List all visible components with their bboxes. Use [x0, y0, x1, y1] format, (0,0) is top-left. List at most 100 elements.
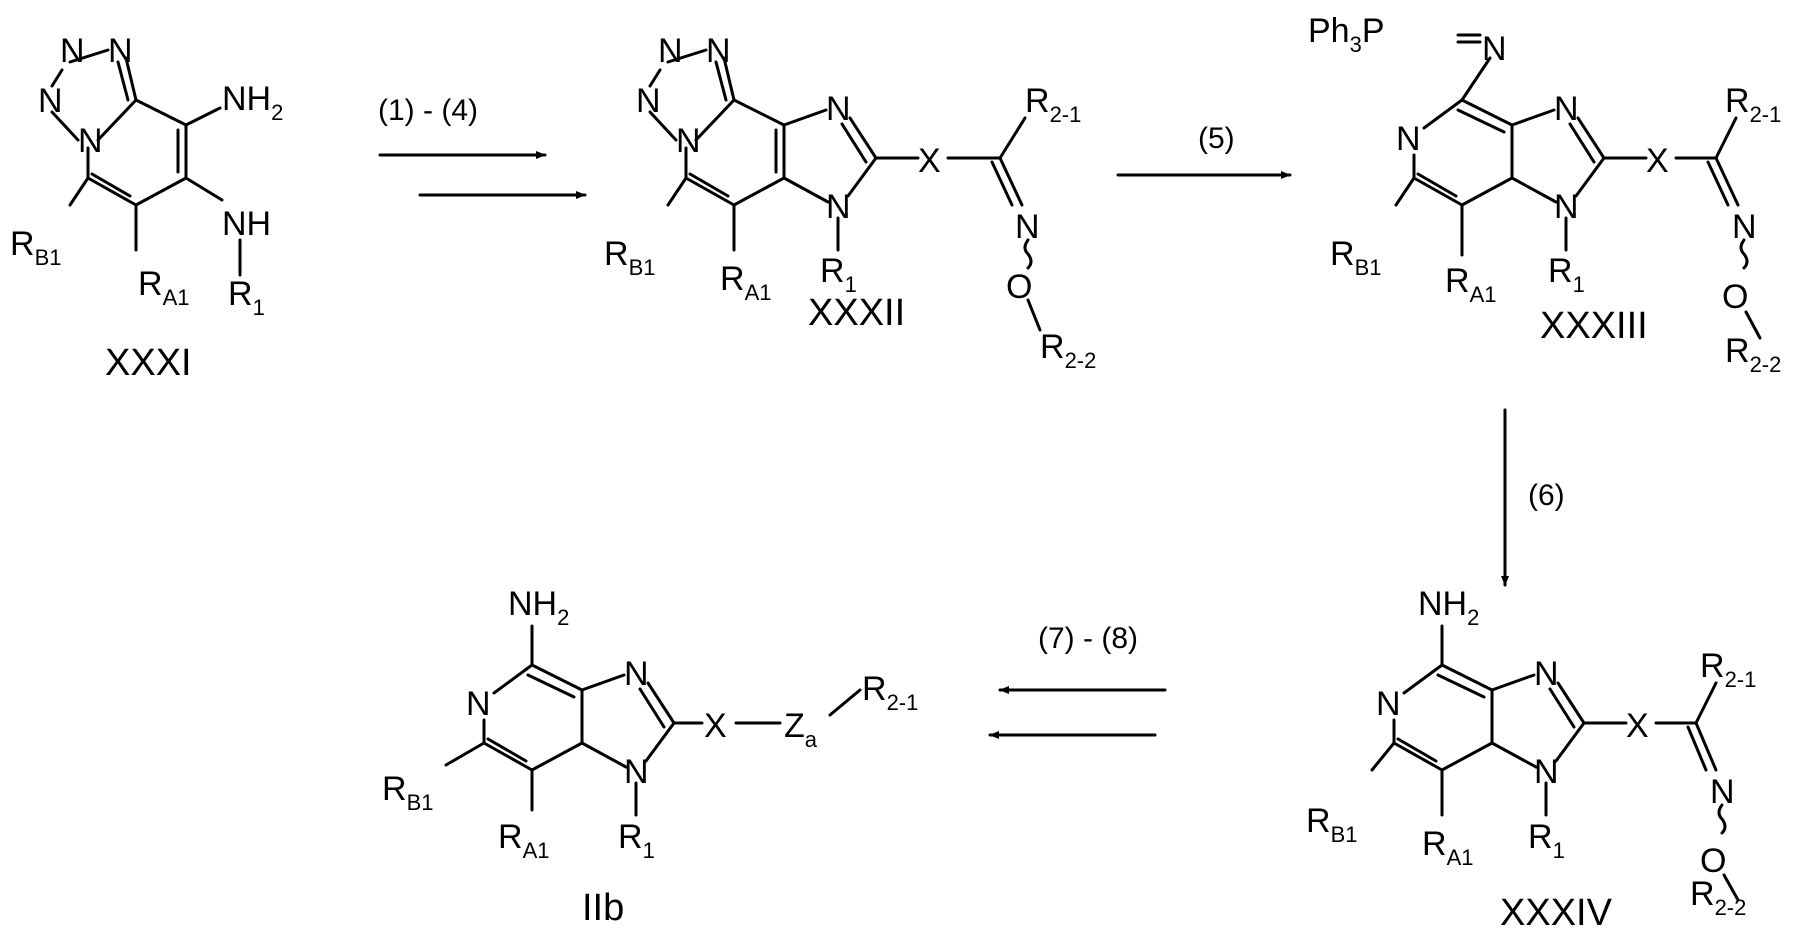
- xxxii-r21-main: R: [1025, 82, 1050, 120]
- xxxiii-ph3p-main: Ph: [1308, 12, 1350, 50]
- compound-label-xxxiv: XXXIV: [1500, 892, 1613, 934]
- step-7-8: (7) - (8): [990, 622, 1165, 735]
- xxxiii-atom-p: P: [1362, 12, 1385, 50]
- xxxiv-rb1-main: R: [1306, 802, 1331, 840]
- xxxiv-atom-x: X: [1626, 707, 1649, 745]
- xxxii-rb1-sub: B1: [629, 255, 656, 280]
- xxxii-atom-x: X: [918, 142, 941, 180]
- xxxii-r22-sub: 2-2: [1065, 348, 1097, 373]
- xxxiii-ra1: RA1: [1445, 262, 1496, 307]
- iib-rb1: RB1: [382, 770, 433, 815]
- xxxii-atom-n5: N: [826, 90, 851, 128]
- compound-xxxii: N N N N N N X N O R2-1 R2-2 R1 RB1 RA1 X…: [604, 32, 1096, 373]
- xxxi-atom-n3: N: [38, 82, 63, 120]
- xxxiv-r1-main: R: [1528, 818, 1553, 856]
- xxxiv-r22-main: R: [1690, 875, 1715, 913]
- xxxiv-nh2: NH2: [1418, 585, 1479, 630]
- iib-za-main: Z: [784, 707, 805, 745]
- iib-atom-n5: N: [624, 655, 649, 693]
- iib-atom-n6: N: [624, 753, 649, 791]
- iib-r1: R1: [618, 818, 655, 863]
- xxxiv-atom-n-ox: N: [1710, 773, 1735, 811]
- xxxii-atom-o: O: [1006, 268, 1032, 306]
- xxxiv-atom-n-ring: N: [1376, 685, 1401, 723]
- compound-label-xxxii: XXXII: [808, 292, 905, 334]
- xxxiii-r22-main: R: [1725, 332, 1750, 370]
- xxxiv-r21-main: R: [1700, 647, 1725, 685]
- xxxiv-nh2-main: NH: [1418, 585, 1467, 623]
- xxxiii-ra1-main: R: [1445, 262, 1470, 300]
- xxxiii-ph3p: Ph3P: [1308, 12, 1385, 57]
- iib-rb1-main: R: [382, 770, 407, 808]
- xxxiii-atom-n-imine: N: [1482, 30, 1507, 68]
- step-label-5: (5): [1198, 122, 1235, 155]
- compound-xxxi: N N N N NH2 NH R1 RB1 RA1 XXXI: [10, 32, 283, 384]
- step-6: (6): [1505, 410, 1565, 585]
- iib-r21: R2-1: [862, 670, 918, 715]
- xxxiv-rb1: RB1: [1306, 802, 1357, 847]
- xxxiii-atom-o: O: [1722, 278, 1748, 316]
- xxxii-r1-main: R: [820, 252, 845, 290]
- compound-xxxiv: NH2 N N N X N O R2-1 R2-2 R1 RB1 RA1 XXX…: [1306, 585, 1756, 934]
- iib-nh2-sub: 2: [557, 605, 569, 630]
- iib-ra1-sub: A1: [523, 838, 550, 863]
- xxxi-rb1-main: R: [10, 225, 35, 263]
- xxxii-ra1-sub: A1: [745, 280, 772, 305]
- xxxii-ra1: RA1: [720, 260, 771, 305]
- iib-atom-n-ring: N: [466, 685, 491, 723]
- xxxi-nh: NH: [222, 205, 271, 243]
- step-label-1-4: (1) - (4): [378, 94, 478, 127]
- xxxiv-rb1-sub: B1: [1331, 822, 1358, 847]
- xxxiii-rb1-main: R: [1330, 235, 1355, 273]
- xxxiii-r21-sub: 2-1: [1750, 102, 1782, 127]
- xxxiv-ra1: RA1: [1422, 825, 1473, 870]
- xxxii-atom-n4: N: [676, 122, 701, 160]
- xxxiv-r1-sub: 1: [1553, 838, 1565, 863]
- iib-ra1-main: R: [498, 818, 523, 856]
- xxxiii-r22: R2-2: [1725, 332, 1781, 377]
- xxxii-r22: R2-2: [1040, 328, 1096, 373]
- xxxi-bonds: [52, 50, 240, 275]
- iib-za-sub: a: [805, 727, 818, 752]
- xxxii-atom-n3: N: [636, 82, 661, 120]
- xxxiii-r22-sub: 2-2: [1750, 352, 1782, 377]
- xxxiii-r1-sub: 1: [1573, 272, 1585, 297]
- step-label-6: (6): [1528, 479, 1565, 512]
- xxxiii-rb1-sub: B1: [1355, 255, 1382, 280]
- xxxi-rb1: RB1: [10, 225, 61, 270]
- xxxiv-atom-n5: N: [1534, 655, 1559, 693]
- xxxiv-r22-sub: 2-2: [1715, 895, 1747, 920]
- xxxiv-r21-sub: 2-1: [1725, 667, 1757, 692]
- xxxiv-r21: R2-1: [1700, 647, 1756, 692]
- iib-za: Za: [784, 707, 818, 752]
- xxxii-r21: R2-1: [1025, 82, 1081, 127]
- xxxii-atom-n7: N: [1015, 208, 1040, 246]
- xxxi-atom-n2: N: [108, 32, 133, 70]
- compound-xxxiii: Ph3P N N N N X N O R2-1 R2-2 R1 RB1 RA1 …: [1308, 12, 1781, 377]
- xxxii-atom-n1: N: [658, 32, 683, 70]
- step-5: (5): [1118, 122, 1290, 175]
- iib-nh2-main: NH: [508, 585, 557, 623]
- iib-r1-main: R: [618, 818, 643, 856]
- xxxiii-ra1-sub: A1: [1470, 282, 1497, 307]
- xxxiv-r22: R2-2: [1690, 875, 1746, 920]
- xxxi-ra1-main: R: [138, 265, 163, 303]
- xxxi-nh2-sub: 2: [271, 100, 283, 125]
- xxxii-ra1-main: R: [720, 260, 745, 298]
- xxxiii-r21-main: R: [1725, 82, 1750, 120]
- xxxii-atom-n2: N: [706, 32, 731, 70]
- xxxiv-r1: R1: [1528, 818, 1565, 863]
- xxxi-r1: R1: [228, 275, 265, 320]
- iib-atom-x: X: [704, 707, 727, 745]
- xxxi-rb1-sub: B1: [35, 245, 62, 270]
- xxxii-rb1: RB1: [604, 235, 655, 280]
- xxxi-nh2: NH2: [222, 80, 283, 125]
- xxxiii-r1: R1: [1548, 252, 1585, 297]
- xxxi-r1-main: R: [228, 275, 253, 313]
- xxxiii-r1-main: R: [1548, 252, 1573, 290]
- iib-ra1: RA1: [498, 818, 549, 863]
- compound-label-iib: IIb: [582, 887, 624, 929]
- xxxii-r21-sub: 2-1: [1050, 102, 1082, 127]
- xxxiii-atom-n6: N: [1554, 188, 1579, 226]
- xxxii-r22-main: R: [1040, 328, 1065, 366]
